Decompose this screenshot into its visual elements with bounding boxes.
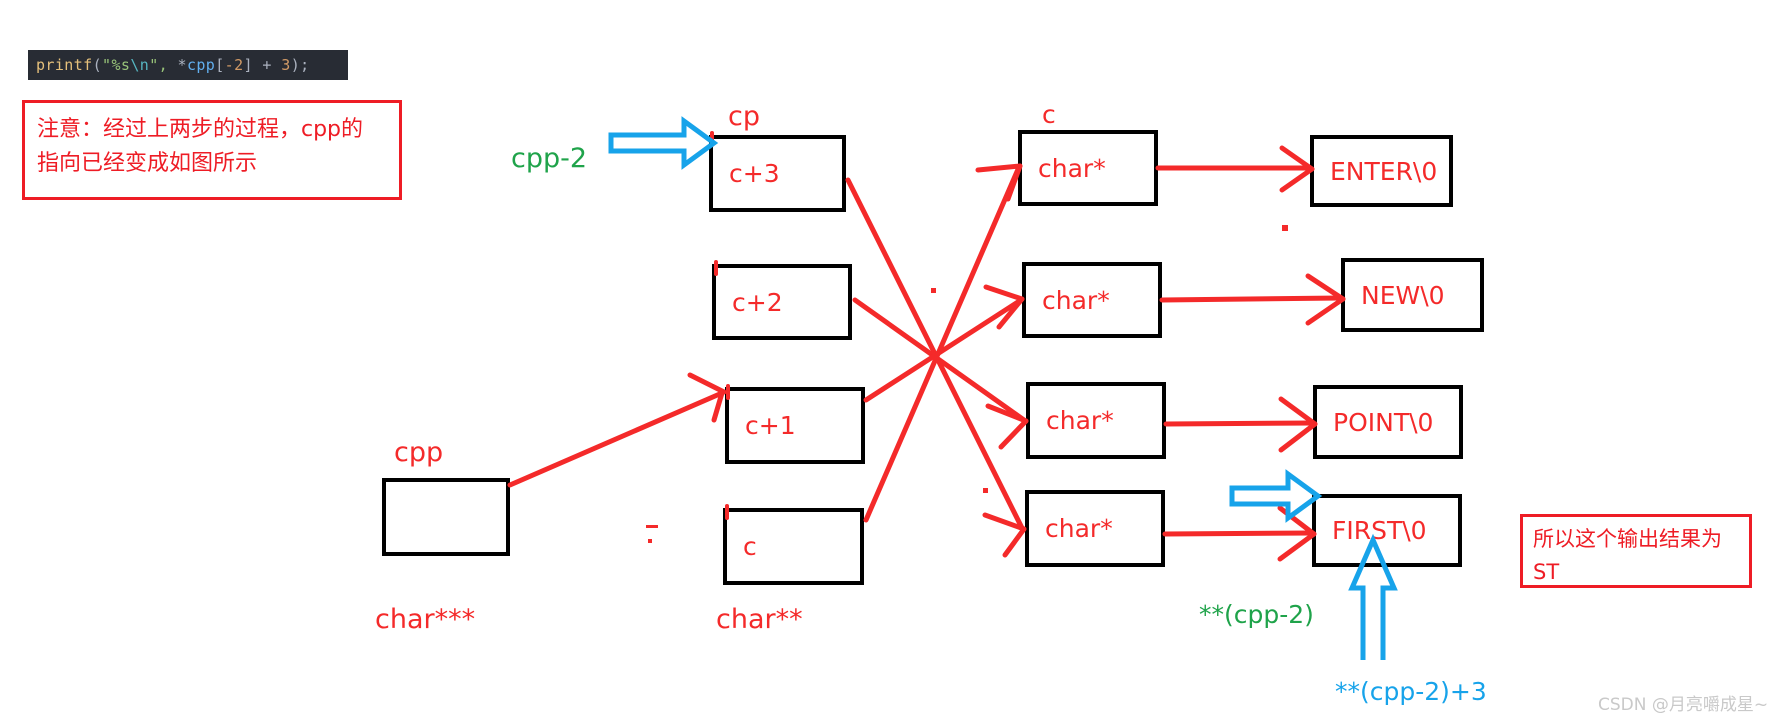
cell-cp-2: c+1 xyxy=(725,387,865,464)
blue-block-arrow-to-cp xyxy=(608,116,719,170)
cell-c-2-value: char* xyxy=(1046,406,1114,435)
arrow-cp0-to-c3 xyxy=(845,177,1027,558)
note-box-top: 注意：经过上两步的过程，cpp的 指向已经变成如图所示 xyxy=(22,100,402,200)
blue-block-arrow-to-first xyxy=(1229,469,1323,523)
cell-c-3: char* xyxy=(1025,490,1165,567)
code-token-number: 3 xyxy=(281,56,291,74)
cell-string-2-value: POINT\0 xyxy=(1333,407,1434,437)
code-token-index-close: ] xyxy=(243,56,253,74)
cell-c-0: char* xyxy=(1018,130,1158,206)
code-token-string-open: "%s xyxy=(102,56,131,74)
note-top-line1: 注意：经过上两步的过程，cpp的 xyxy=(37,117,364,142)
label-char-triple-star: char*** xyxy=(375,604,476,635)
cell-cp-0: c+3 xyxy=(709,135,846,212)
cell-string-3: FIRST\0 xyxy=(1312,494,1462,567)
note-result-line2: ST xyxy=(1533,559,1560,584)
cell-cpp xyxy=(382,478,510,556)
cell-c-1-value: char* xyxy=(1042,285,1110,315)
label-cp: cp xyxy=(728,101,760,132)
cell-cp-3-value: c xyxy=(743,532,757,561)
cell-string-1-value: NEW\0 xyxy=(1361,280,1445,310)
code-token-escape: \n xyxy=(130,56,150,74)
cell-c-3-value: char* xyxy=(1045,514,1113,543)
arrow-cpp-to-cp2 xyxy=(507,372,727,488)
code-token-variable: cpp xyxy=(186,56,216,74)
watermark: CSDN @月亮嚼成星~ xyxy=(1598,695,1769,715)
cell-c-0-value: char* xyxy=(1038,153,1106,183)
code-snippet: printf("%s\n", *cpp[-2] + 3); xyxy=(28,50,348,80)
code-token-plus: + xyxy=(252,56,282,74)
label-char-double-star: char** xyxy=(716,604,803,635)
label-cpp-minus-2: cpp-2 xyxy=(511,143,588,174)
arrow-c2-to-string2 xyxy=(1163,396,1318,453)
arrow-c0-to-string0 xyxy=(1155,145,1315,193)
cell-cp-0-value: c+3 xyxy=(729,159,780,188)
label-cpp: cpp xyxy=(394,437,444,468)
cell-string-3-value: FIRST\0 xyxy=(1332,516,1427,545)
cell-cp-1: c+2 xyxy=(712,264,852,340)
cell-string-0-value: ENTER\0 xyxy=(1330,156,1438,186)
arrow-cp2-to-c1 xyxy=(863,284,1025,403)
arrow-c1-to-string1 xyxy=(1159,273,1346,326)
cell-cp-2-value: c+1 xyxy=(745,411,796,440)
code-token-string-close: ", xyxy=(149,56,178,74)
code-token-function: printf xyxy=(36,56,93,74)
code-token-index-number: -2 xyxy=(224,56,244,74)
arrow-c3-to-string3 xyxy=(1162,505,1317,562)
code-token-close: ); xyxy=(290,56,310,74)
cell-string-2: POINT\0 xyxy=(1313,385,1463,459)
cell-cp-3: c xyxy=(723,508,864,585)
note-result-line1: 所以这个输出结果为 xyxy=(1533,527,1722,551)
code-token-open-paren: ( xyxy=(92,56,103,74)
cell-c-2: char* xyxy=(1026,382,1166,459)
note-top-line2: 指向已经变成如图所示 xyxy=(37,151,258,177)
cell-cp-1-value: c+2 xyxy=(732,287,783,317)
note-box-result: 所以这个输出结果为 ST xyxy=(1520,514,1752,588)
arrow-cp1-to-c2 xyxy=(852,297,1029,450)
cell-c-1: char* xyxy=(1022,262,1162,338)
label-c: c xyxy=(1042,100,1056,129)
arrow-cp3-to-c0 xyxy=(863,163,1023,523)
cell-string-1: NEW\0 xyxy=(1341,258,1484,332)
label-deref-cpp-minus-2: **(cpp-2) xyxy=(1199,600,1314,629)
cell-string-0: ENTER\0 xyxy=(1310,135,1453,207)
label-deref-cpp-minus-2-plus-3: **(cpp-2)+3 xyxy=(1335,677,1487,706)
code-token-index-open: [ xyxy=(215,56,225,74)
code-token-deref: * xyxy=(177,56,187,74)
